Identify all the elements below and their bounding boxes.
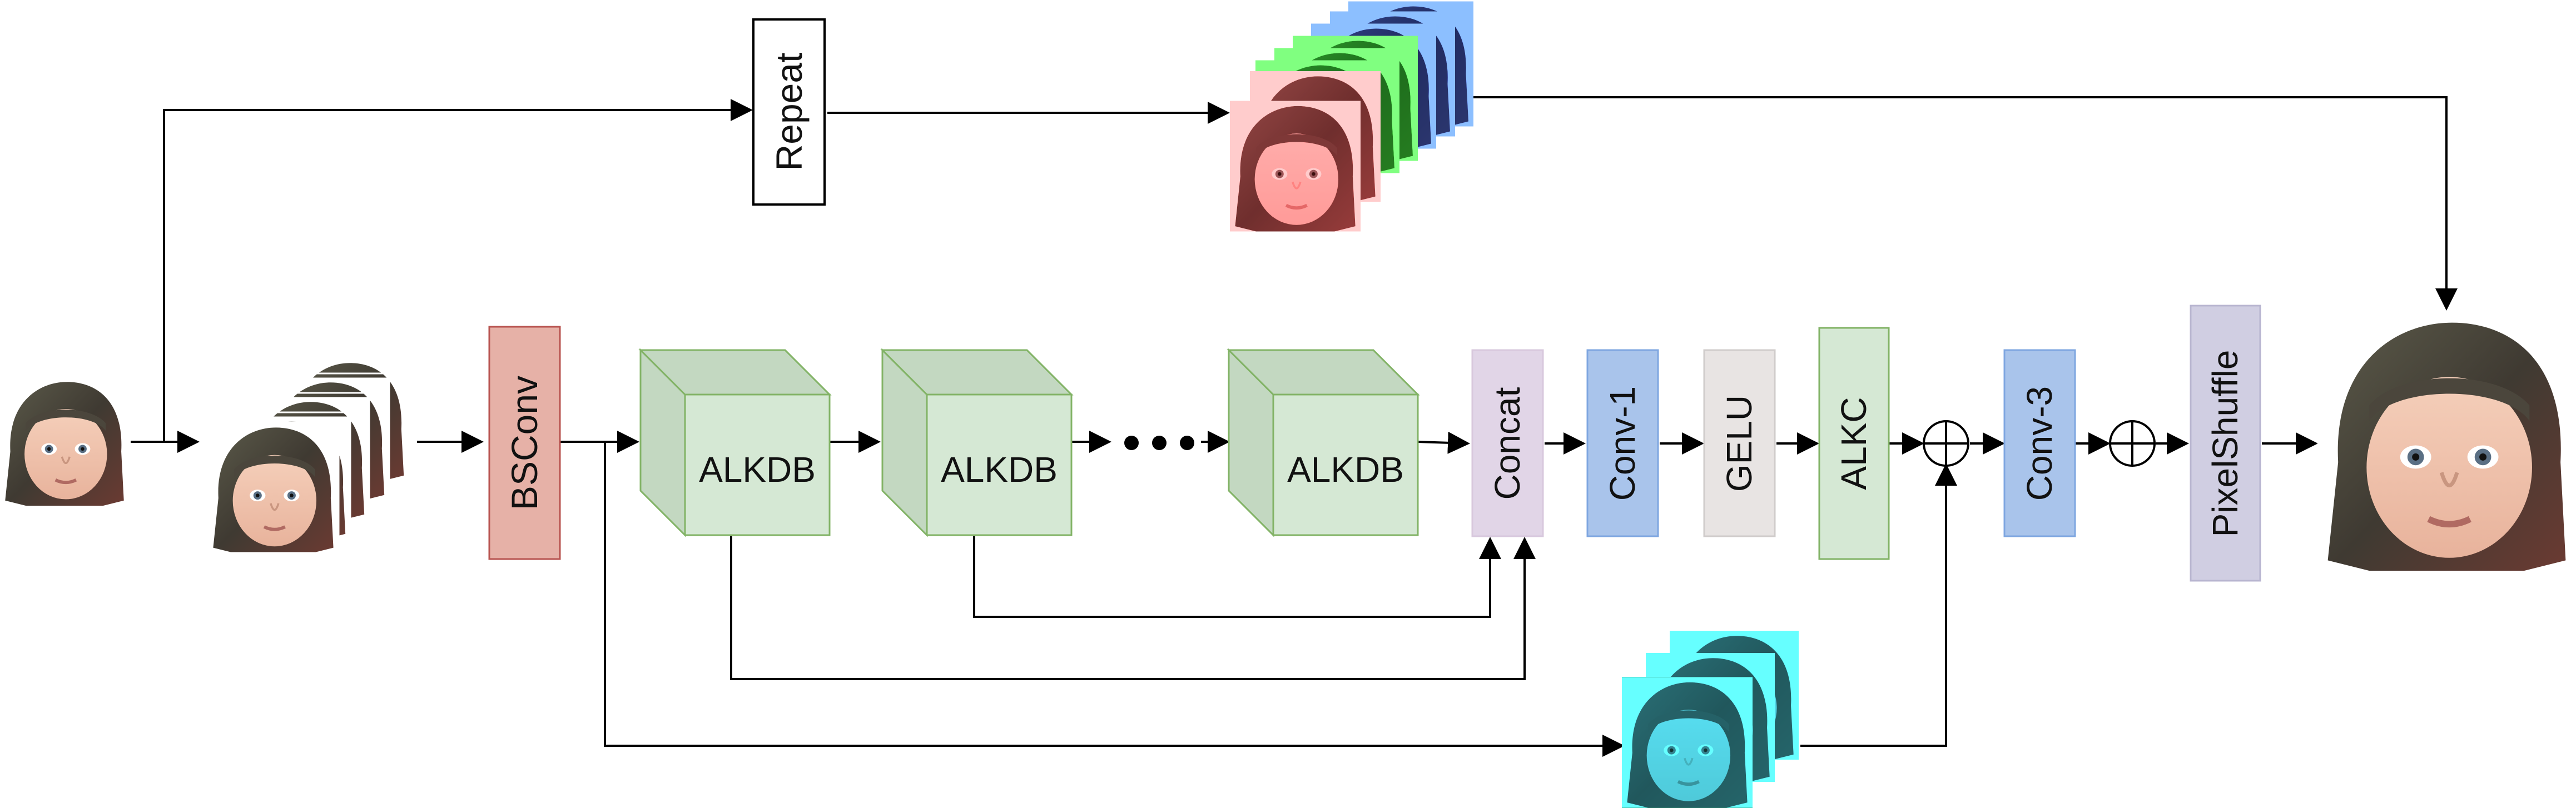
feature-maps-image <box>1622 631 1799 808</box>
ellipsis-dots <box>1124 436 1194 450</box>
conv3-label: Conv-3 <box>2019 386 2059 501</box>
pixelshuffle-block: PixelShuffle <box>2190 305 2261 582</box>
alkdb-2-label: ALKDB <box>941 450 1058 490</box>
arrow-alkdbn-to-concat <box>1417 431 1470 454</box>
input-stack-image <box>207 353 410 554</box>
arrow-input-to-repeat <box>163 99 753 442</box>
output-image <box>2317 312 2576 571</box>
connectors <box>131 96 2458 757</box>
pixelshuffle-label: PixelShuffle <box>2205 350 2245 537</box>
bsconv-block: BSConv <box>488 326 561 560</box>
input-image <box>0 377 129 506</box>
conv1-label: Conv-1 <box>1602 386 1642 501</box>
alkdb-block-2: ALKDB <box>880 348 1074 537</box>
conv3-block: Conv-3 <box>2003 349 2076 537</box>
bsconv-label: BSConv <box>504 376 545 510</box>
conv1-block: Conv-1 <box>1586 349 1659 537</box>
arrow-alkdb1-skip-to-concat <box>730 536 1536 680</box>
alkdb-n-label: ALKDB <box>1287 450 1404 490</box>
rgb-stack-image <box>1230 2 1473 232</box>
alkc-block: ALKC <box>1818 327 1890 560</box>
arrow-bsconv-to-features <box>604 442 1625 757</box>
alkdb-block-n: ALKDB <box>1227 348 1420 537</box>
alkdb-1-label: ALKDB <box>699 450 816 490</box>
repeat-label: Repeat <box>768 53 810 171</box>
alkc-label: ALKC <box>1834 397 1874 490</box>
add-operator-1 <box>1923 420 1969 467</box>
alkdb-block-1: ALKDB <box>638 348 832 537</box>
gelu-block: GELU <box>1703 349 1776 537</box>
arrow-features-to-add1 <box>1800 463 1957 747</box>
repeat-block: Repeat <box>752 18 826 206</box>
concat-block: Concat <box>1471 349 1544 537</box>
arrow-rgb-to-output <box>1473 96 2458 311</box>
add-operator-2 <box>2109 420 2156 467</box>
concat-label: Concat <box>1487 387 1527 500</box>
arrow-alkdb2-skip-to-concat <box>973 536 1501 618</box>
gelu-label: GELU <box>1719 395 1759 492</box>
